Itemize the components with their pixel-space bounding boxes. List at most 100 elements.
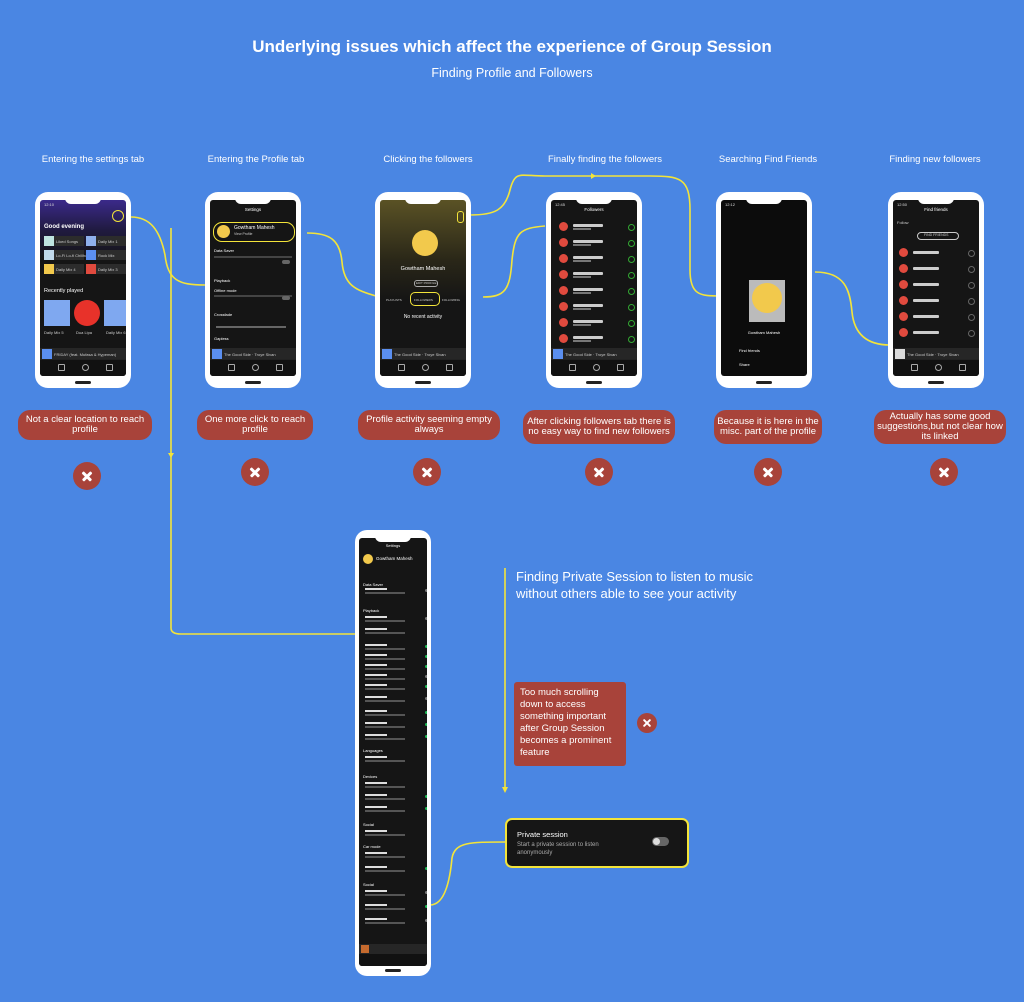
gapless: Gapless xyxy=(214,336,229,341)
mini-player[interactable]: The Good Side · Troye Sivan xyxy=(551,348,637,360)
cross-icon xyxy=(413,458,441,486)
section-label: Data Saver xyxy=(363,582,384,587)
offline-toggle[interactable] xyxy=(282,296,290,300)
follower-row[interactable] xyxy=(559,238,637,248)
settings-title: Settings xyxy=(385,543,401,548)
find-friends-title: Find friends xyxy=(924,207,948,212)
recently-played-heading: Recently played xyxy=(44,288,84,294)
issue-badge-3: Profile activity seeming empty always xyxy=(358,410,500,440)
scroll-issue-note: Too much scrolling down to access someth… xyxy=(514,682,626,766)
edit-profile-button[interactable]: EDIT PROFILE xyxy=(414,280,438,287)
avatar xyxy=(363,554,373,564)
find-friends-menu-item[interactable]: Find friends xyxy=(739,348,760,353)
stat-following: FOLLOWING xyxy=(442,298,461,302)
offline-mode: Offline mode xyxy=(214,288,237,293)
home-icon[interactable] xyxy=(58,364,65,371)
issue-badge-6: Actually has some good suggestions,but n… xyxy=(874,410,1006,444)
section-label: Social xyxy=(363,882,374,887)
suggestion-row[interactable] xyxy=(899,328,977,338)
mini-player[interactable]: The Good Side · Troye Sivan xyxy=(893,348,979,360)
page-title: Underlying issues which affect the exper… xyxy=(252,37,772,56)
step-label-5: Searching Find Friends xyxy=(718,154,818,165)
phone-followers-screen: 12:45 Followers The Good Side · Troye Si… xyxy=(546,192,642,388)
section-label: Languages xyxy=(363,748,383,753)
profile-name[interactable]: Gowtham Mahesh xyxy=(376,556,413,561)
follower-row[interactable] xyxy=(559,286,637,296)
profile-name: Gowtham Mahesh xyxy=(234,225,275,231)
followers-count-button[interactable] xyxy=(410,292,440,306)
phone-home-screen: 12:10 Good evening Liked Songs Daily Mix… xyxy=(35,192,131,388)
more-options-icon[interactable] xyxy=(457,211,464,223)
library-icon[interactable] xyxy=(106,364,113,371)
follower-row[interactable] xyxy=(559,318,637,328)
step-label-6: Finding new followers xyxy=(889,154,981,165)
phone-profile-screen: Gowtham Mahesh EDIT PROFILE PLAYLISTS FO… xyxy=(375,192,471,388)
stat-followers: FOLLOWERS xyxy=(414,298,433,302)
suggestion-row[interactable] xyxy=(899,280,977,290)
mini-player[interactable]: FRIDAY (feat. Mufasa & Hypeman) xyxy=(40,348,126,360)
cross-icon xyxy=(930,458,958,486)
settings-title: Settings xyxy=(244,207,262,212)
issue-badge-1: Not a clear location to reach profile xyxy=(18,410,152,440)
settings-gear-icon[interactable] xyxy=(112,210,124,222)
crossfade-slider[interactable] xyxy=(216,326,286,328)
tile-4[interactable]: Rock Mix xyxy=(86,250,126,260)
status-time: 12:50 xyxy=(897,202,908,207)
data-saver-toggle[interactable] xyxy=(282,260,290,264)
issue-badge-5: Because it is here in the misc. part of … xyxy=(714,410,822,444)
follower-row[interactable] xyxy=(559,302,637,312)
recent-item-3[interactable] xyxy=(104,300,126,326)
tile-1[interactable]: Liked Songs xyxy=(44,236,84,246)
crossfade: Crossfade xyxy=(214,312,233,317)
step-label-1: Entering the settings tab xyxy=(41,154,145,165)
search-icon[interactable] xyxy=(82,364,89,371)
avatar xyxy=(217,225,230,238)
recent-item-1[interactable] xyxy=(44,300,70,326)
mini-player[interactable] xyxy=(359,944,427,954)
profile-row[interactable]: Gowtham Mahesh View Profile xyxy=(213,222,295,242)
cross-icon xyxy=(754,458,782,486)
cross-icon xyxy=(241,458,269,486)
suggestion-row[interactable] xyxy=(899,264,977,274)
cross-icon xyxy=(637,713,657,733)
private-session-heading: Finding Private Session to listen to mus… xyxy=(516,569,753,601)
step-label-4: Finally finding the followers xyxy=(547,154,663,165)
stat-playlists: PLAYLISTS xyxy=(386,298,402,302)
share-menu-item[interactable]: Share xyxy=(739,362,750,367)
step-label-3: Clicking the followers xyxy=(383,154,473,165)
mini-player[interactable]: The Good Side · Troye Sivan xyxy=(380,348,466,360)
find-friends-button[interactable]: FIND FRIENDS xyxy=(917,232,959,240)
suggestion-row[interactable] xyxy=(899,248,977,258)
tile-2[interactable]: Daily Mix 1 xyxy=(86,236,126,246)
section-data-saver: Data Saver xyxy=(214,248,235,253)
recent-label-2: Dua Lipa xyxy=(76,330,93,335)
private-session-toggle[interactable] xyxy=(652,837,669,846)
suggestion-row[interactable] xyxy=(899,312,977,322)
suggestion-row[interactable] xyxy=(899,296,977,306)
recent-item-2[interactable] xyxy=(74,300,100,326)
follower-row[interactable] xyxy=(559,222,637,232)
page-subtitle: Finding Profile and Followers xyxy=(431,66,593,80)
section-playback: Playback xyxy=(214,278,231,283)
profile-name: Gowtham Mahesh xyxy=(400,266,446,272)
cross-icon xyxy=(73,462,101,490)
filter-chip[interactable]: Follow xyxy=(897,220,909,225)
follower-row[interactable] xyxy=(559,254,637,264)
private-session-desc: Start a private session to listen anonym… xyxy=(517,842,599,856)
recent-label-3: Daily Mix 6 xyxy=(106,330,126,335)
tile-5[interactable]: Daily Mix 4 xyxy=(44,264,84,274)
tile-6[interactable]: Daily Mix 3 xyxy=(86,264,126,274)
section-label: Playback xyxy=(363,608,380,613)
follower-row[interactable] xyxy=(559,270,637,280)
profile-card xyxy=(749,280,785,322)
phone-long-settings-screen: Settings Gowtham Mahesh Data Saver Playb… xyxy=(355,530,431,976)
mini-player[interactable]: The Good Side · Troye Sivan xyxy=(210,348,296,360)
profile-avatar xyxy=(412,230,438,256)
private-session-row[interactable] xyxy=(365,890,427,896)
status-time: 12:10 xyxy=(44,202,55,207)
view-profile-link: View Profile xyxy=(234,232,253,236)
tile-3[interactable]: Lo-Fi Lo-fi Chillhop Mix xyxy=(44,250,97,260)
private-session-setting: Private session Start a private session … xyxy=(505,818,689,868)
follower-row[interactable] xyxy=(559,334,637,344)
followers-title: Followers xyxy=(584,207,604,212)
